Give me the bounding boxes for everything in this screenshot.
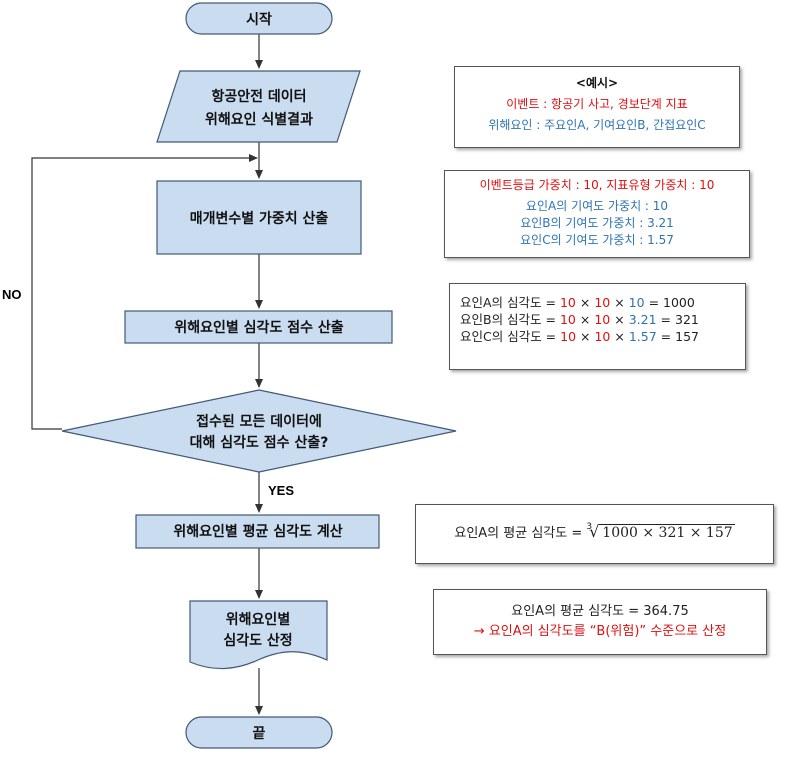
score-row-a-result: 1000 <box>663 295 695 310</box>
root-index: 3 <box>586 522 593 532</box>
start-node <box>185 2 333 35</box>
cube-root: 3√1000 × 321 × 157 <box>586 522 735 544</box>
score-row-a-v2: 10 <box>594 295 611 310</box>
weight-event-line: 이벤트등급 가중치 : 10, 지표유형 가중치 : 10 <box>479 178 715 192</box>
score-row-c: 요인C의 심각도 = 10 × 10 × 1.57 = 157 <box>460 328 745 345</box>
times-sign: × <box>579 295 591 310</box>
score-row-a-prefix: 요인A의 심각도 = <box>460 295 560 310</box>
document-label-line2: 심각도 산정 <box>223 632 292 649</box>
connectors <box>31 34 263 715</box>
input-label-line1: 항공안전 데이터 <box>211 88 306 105</box>
no-label: NO <box>2 287 22 302</box>
decision-node <box>61 389 457 473</box>
example-box: <예시> 이벤트 : 항공기 사고, 경보단계 지표 위해요인 : 주요인A, … <box>454 66 740 148</box>
score-row-c-prefix: 요인C의 심각도 = <box>460 329 561 344</box>
radicand: 1000 × 321 × 157 <box>599 524 735 542</box>
result-line-1: 요인A의 평균 심각도 = 364.75 <box>511 604 689 619</box>
equals-sign: = <box>648 295 660 310</box>
times-sign: × <box>614 329 625 344</box>
decision-label-line2: 대해 심각도 점수 산출? <box>190 434 329 451</box>
radical-sign: √ <box>589 522 600 541</box>
weight-factor-b-line: 요인B의 기여도 가중치 : 3.21 <box>520 216 674 230</box>
score-row-a: 요인A의 심각도 = 10 × 10 × 10 = 1000 <box>460 294 745 311</box>
score-box: 요인A의 심각도 = 10 × 10 × 10 = 1000 요인B의 심각도 … <box>449 283 746 370</box>
score-row-b-v3: 3.21 <box>628 312 657 327</box>
input-label-line2: 위해요인 식별결과 <box>205 111 313 128</box>
times-sign: × <box>614 295 625 310</box>
result-line-2: → 요인A의 심각도를 “B(위험)” 수준으로 산정 <box>473 624 727 639</box>
yes-label: YES <box>268 483 294 498</box>
score-label: 위해요인별 심각도 점수 산출 <box>174 319 343 336</box>
input-node <box>156 70 361 143</box>
weight-node <box>156 180 362 255</box>
score-row-b-prefix: 요인B의 심각도 = <box>460 312 560 327</box>
weight-factor-c-line: 요인C의 기여도 가중치 : 1.57 <box>520 233 674 247</box>
average-label: 위해요인별 평균 심각도 계산 <box>173 523 342 540</box>
score-row-c-v1: 10 <box>560 329 577 344</box>
example-event-line: 이벤트 : 항공기 사고, 경보단계 지표 <box>506 97 688 111</box>
document-label-line1: 위해요인별 <box>226 611 290 628</box>
score-row-b-v2: 10 <box>594 312 611 327</box>
times-sign: × <box>580 329 591 344</box>
score-row-a-v3: 10 <box>628 295 645 310</box>
score-row-c-v3: 1.57 <box>628 329 657 344</box>
score-row-c-v2: 10 <box>594 329 611 344</box>
example-factor-line: 위해요인 : 주요인A, 기여요인B, 간접요인C <box>488 118 706 132</box>
score-row-a-v1: 10 <box>559 295 576 310</box>
document-node <box>189 600 328 670</box>
weight-factor-a-line: 요인A의 기여도 가중치 : 10 <box>525 199 669 213</box>
result-box: 요인A의 평균 심각도 = 364.75 → 요인A의 심각도를 “B(위험)”… <box>433 589 767 655</box>
end-label: 끝 <box>253 726 266 742</box>
equals-sign: = <box>660 312 672 327</box>
score-row-b: 요인B의 심각도 = 10 × 10 × 3.21 = 321 <box>460 311 745 328</box>
example-title: <예시> <box>575 76 619 90</box>
arrow-no-loop <box>31 154 258 430</box>
score-row-b-result: 321 <box>675 312 699 327</box>
score-row-b-v1: 10 <box>559 312 576 327</box>
end-node <box>185 716 333 749</box>
average-box: 요인A의 평균 심각도 = 3√1000 × 321 × 157 <box>415 504 774 564</box>
score-node <box>124 310 393 344</box>
start-label: 시작 <box>246 11 272 28</box>
weight-label: 매개변수별 가중치 산출 <box>190 210 329 227</box>
score-row-c-result: 157 <box>675 329 699 344</box>
average-prefix: 요인A의 평균 심각도 = <box>454 526 587 541</box>
decision-label-line1: 접수된 모든 데이터에 <box>196 413 322 430</box>
average-node <box>135 514 380 549</box>
times-sign: × <box>614 312 625 327</box>
equals-sign: = <box>660 329 672 344</box>
times-sign: × <box>579 312 591 327</box>
weight-box: 이벤트등급 가중치 : 10, 지표유형 가중치 : 10 요인A의 기여도 가… <box>444 170 750 258</box>
